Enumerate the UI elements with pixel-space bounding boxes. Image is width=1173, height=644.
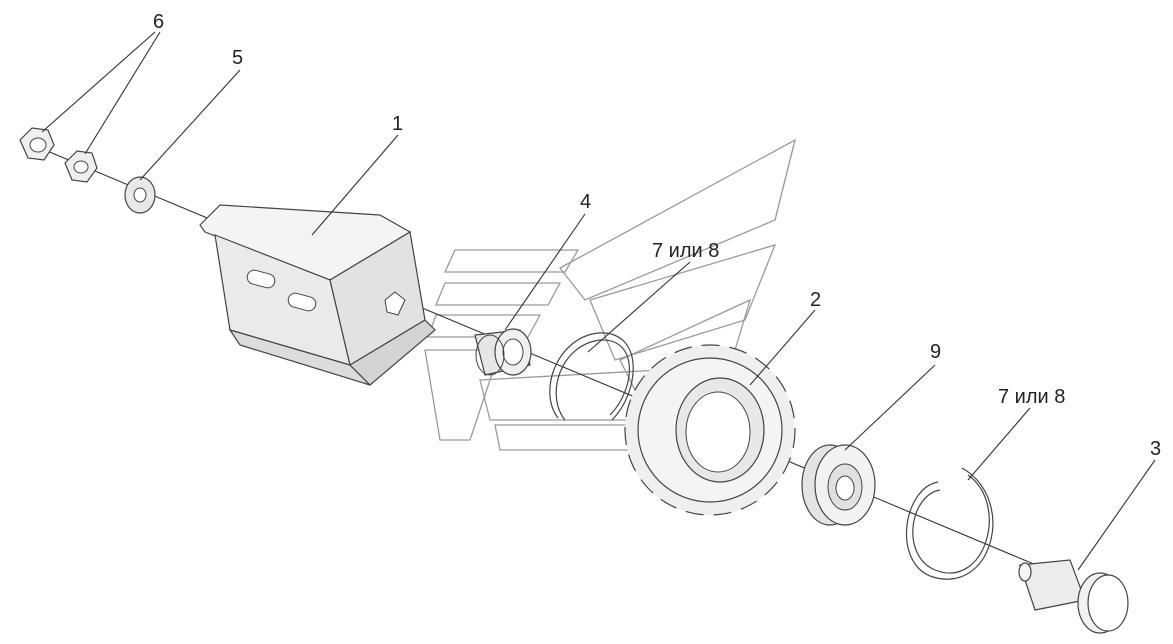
retaining-ring-lower — [905, 467, 994, 580]
nut-right — [64, 150, 98, 183]
pin — [1018, 559, 1129, 634]
callout-7-or-8-lower: 7 или 8 — [998, 386, 1065, 408]
bearing — [801, 444, 876, 526]
retaining-ring-upper — [549, 332, 634, 421]
sprocket — [624, 344, 796, 516]
leader-lines — [41, 31, 1156, 571]
assembly-axis-line — [39, 147, 1061, 576]
bushing — [474, 328, 532, 376]
nut-left — [19, 127, 55, 161]
callout-9: 9 — [930, 341, 941, 363]
callout-6: 6 — [153, 11, 164, 33]
callout-7-or-8-upper: 7 или 8 — [652, 240, 719, 262]
callout-2: 2 — [810, 289, 821, 311]
callout-1: 1 — [392, 113, 403, 135]
washer — [124, 176, 156, 214]
callout-3: 3 — [1150, 438, 1161, 460]
callout-4: 4 — [580, 191, 591, 213]
bracket — [199, 204, 436, 386]
callout-5: 5 — [232, 47, 243, 69]
